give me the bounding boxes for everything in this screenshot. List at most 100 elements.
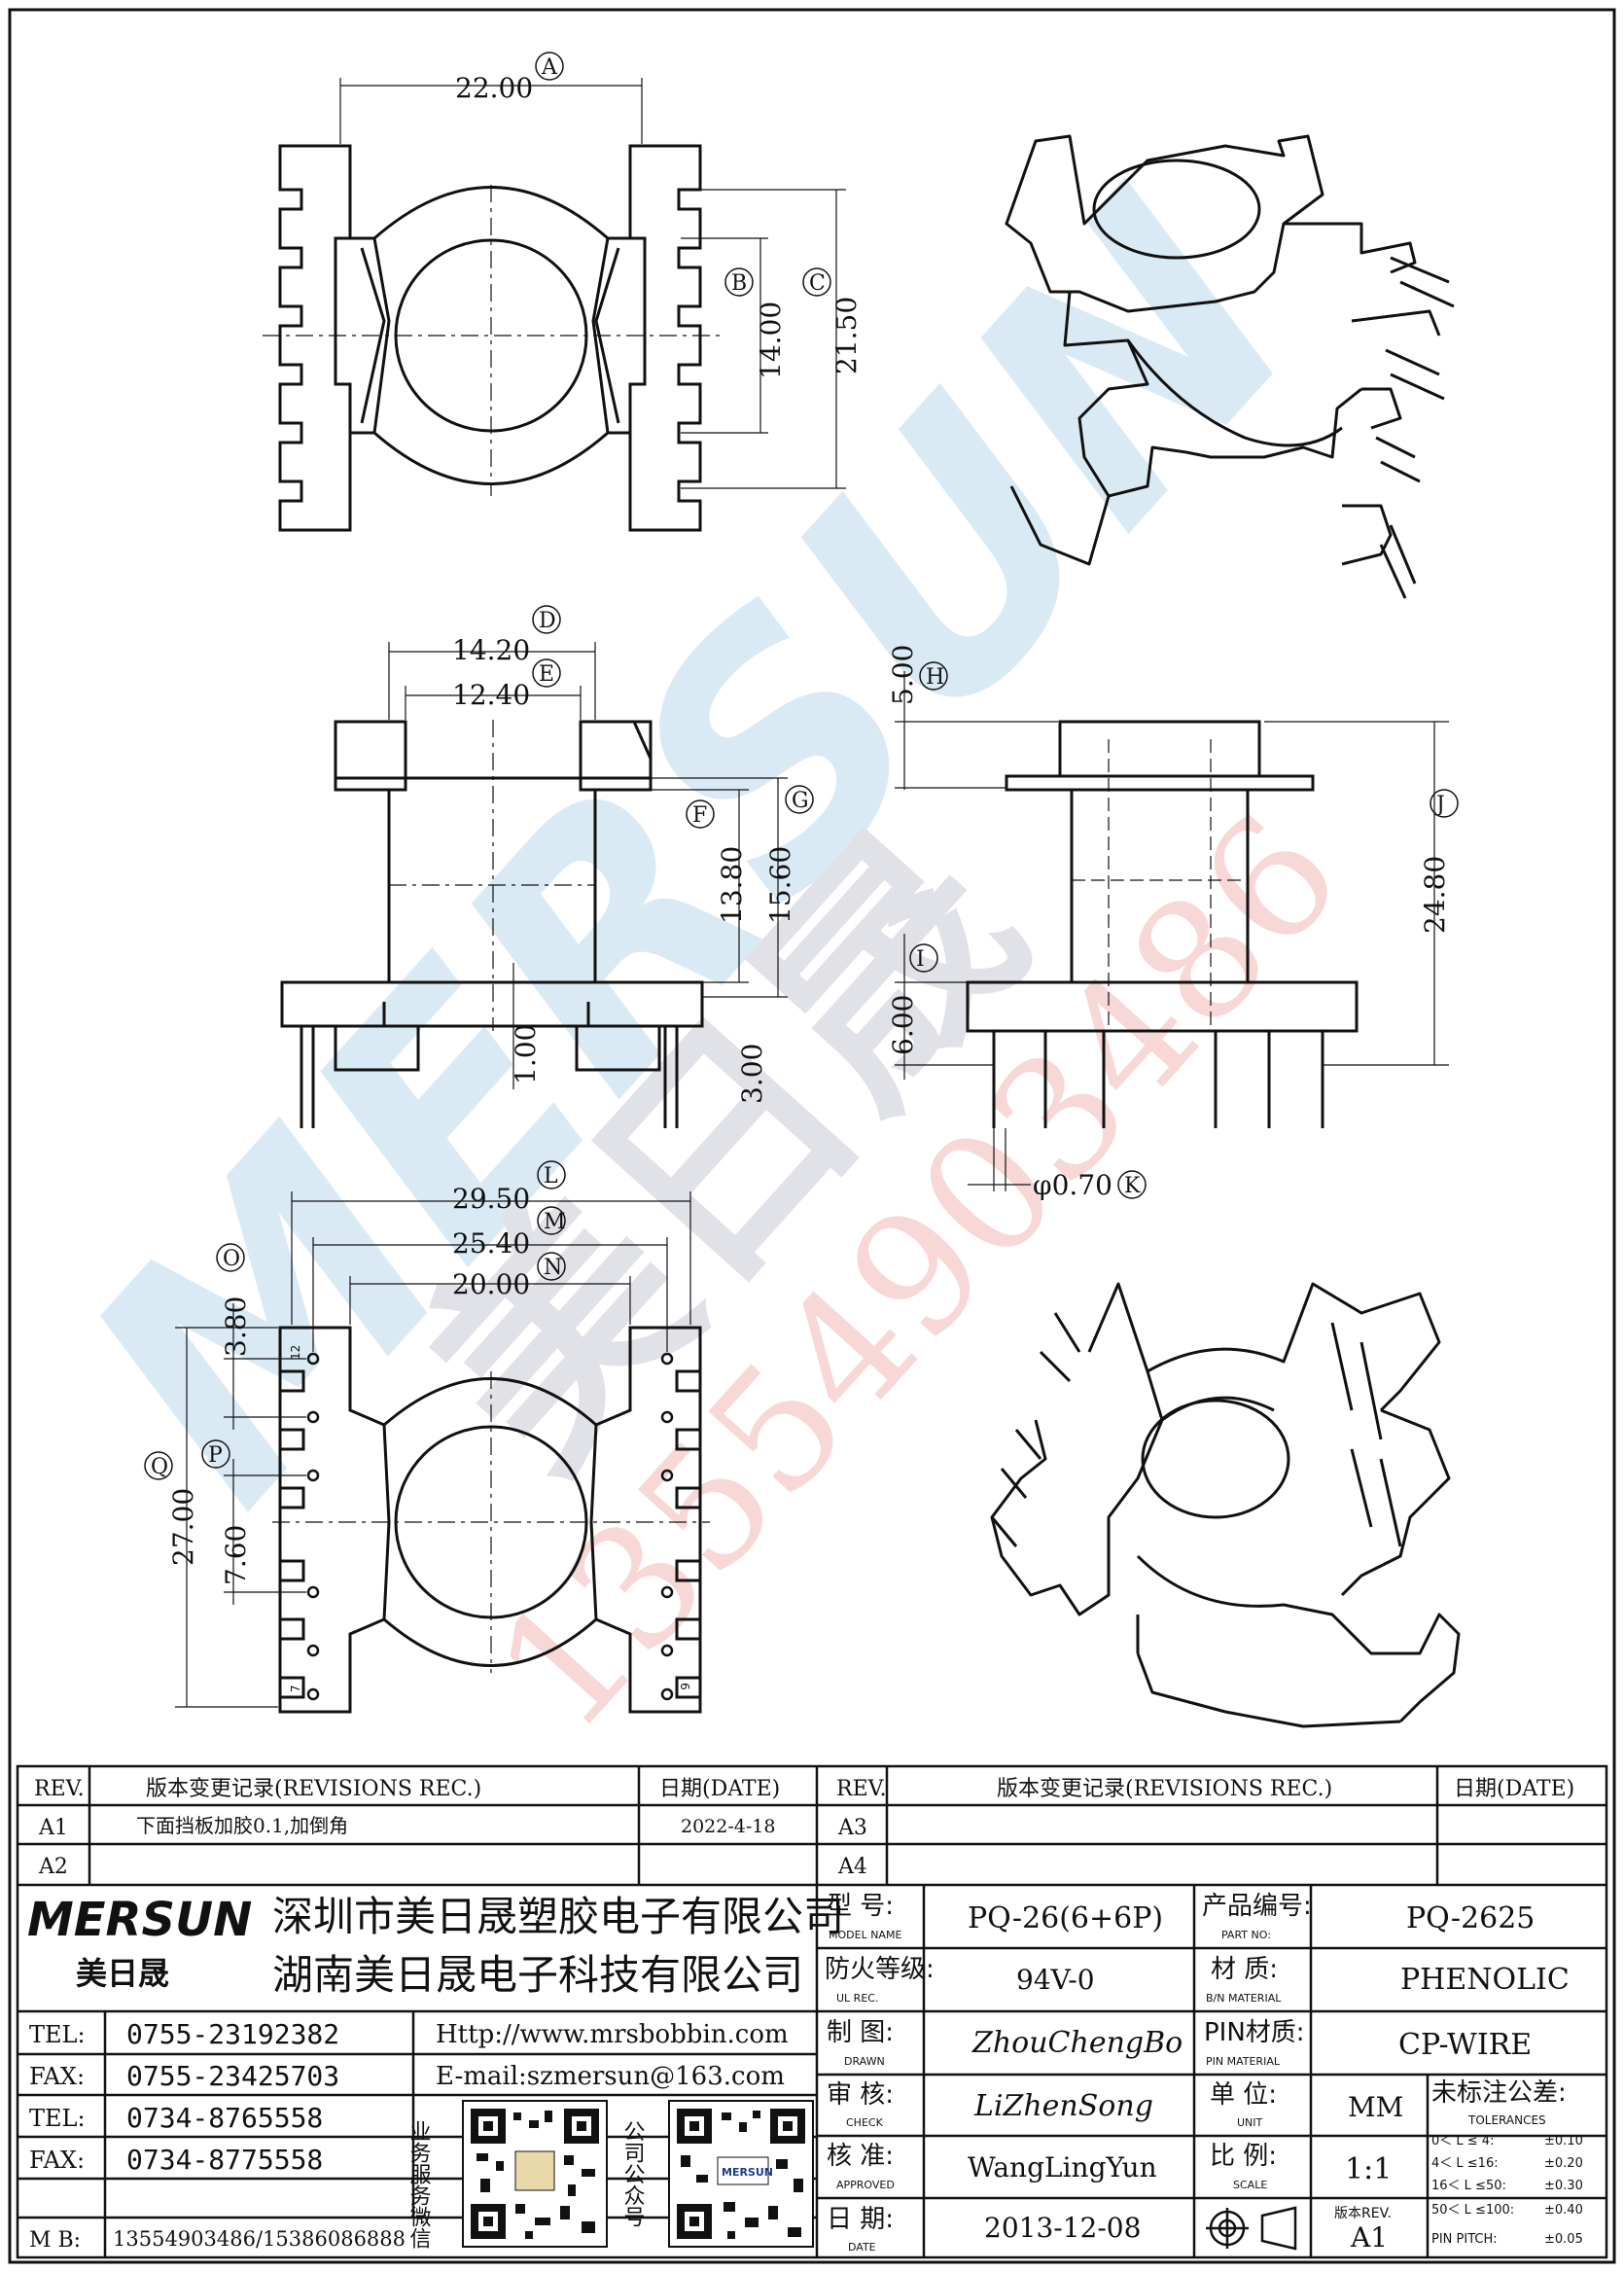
title-block-fields: 型 号: MODEL NAME PQ-26(6+6P) 产品编号: PART N… xyxy=(825,1892,1583,2254)
svg-text:PQ-26(6+6P): PQ-26(6+6P) xyxy=(968,1901,1163,1935)
dim-n: 20.00 N xyxy=(452,1252,566,1300)
svg-text:7: 7 xyxy=(289,1685,302,1692)
svg-text:LiZhenSong: LiZhenSong xyxy=(973,2089,1153,2123)
dim-a: 22.00 A xyxy=(455,52,564,104)
company-name-2: 湖南美日晟电子科技有限公司 xyxy=(272,1951,803,1999)
svg-text:94V-0: 94V-0 xyxy=(1016,1964,1095,1996)
svg-text:12.40: 12.40 xyxy=(452,679,530,711)
svg-text:MM: MM xyxy=(1348,2091,1403,2123)
svg-text:版本REV.: 版本REV. xyxy=(1334,2206,1392,2221)
svg-text:O: O xyxy=(223,1247,240,1271)
iso-view-top xyxy=(1005,134,1455,599)
svg-text:Q: Q xyxy=(151,1455,168,1479)
svg-text:0755-23192382: 0755-23192382 xyxy=(126,2018,339,2050)
svg-text:A3: A3 xyxy=(837,1816,867,1840)
svg-text:比 例:: 比 例: xyxy=(1210,2142,1277,2171)
svg-text:PIN MATERIAL: PIN MATERIAL xyxy=(1206,2055,1281,2068)
dim-e: 12.40 E xyxy=(452,658,561,711)
svg-text:15.60: 15.60 xyxy=(764,846,796,924)
svg-text:M: M xyxy=(544,1210,566,1234)
top-view xyxy=(278,144,702,532)
dim-h: 5.00 H xyxy=(887,645,948,705)
svg-text:PIN PITCH:: PIN PITCH: xyxy=(1431,2232,1498,2247)
dim-d: 14.20 D xyxy=(452,605,561,666)
dim-k: φ0.70 K xyxy=(1033,1169,1147,1201)
company-web: Http://www.mrsbobbin.com xyxy=(436,2020,789,2049)
svg-text:1.00: 1.00 xyxy=(510,1024,542,1084)
svg-text:7.60: 7.60 xyxy=(220,1525,252,1585)
svg-text:±0.30: ±0.30 xyxy=(1544,2179,1583,2193)
svg-text:PIN材质:: PIN材质: xyxy=(1204,2018,1305,2047)
revisions-right: REV. 版本变更记录(REVISIONS REC.) 日期(DATE) A3 … xyxy=(836,1777,1574,1879)
dim-g: 15.60 G xyxy=(764,785,814,924)
svg-text:0＜ L ≤ 4:: 0＜ L ≤ 4: xyxy=(1431,2134,1494,2148)
svg-text:CHECK: CHECK xyxy=(846,2116,884,2129)
svg-text:A1: A1 xyxy=(38,1816,68,1840)
svg-text:3.00: 3.00 xyxy=(736,1044,768,1104)
svg-text:APPROVED: APPROVED xyxy=(836,2179,895,2191)
dim-b: 14.00 B xyxy=(724,267,787,379)
svg-text:6: 6 xyxy=(678,1683,691,1690)
svg-text:D: D xyxy=(539,609,556,633)
svg-text:UNIT: UNIT xyxy=(1237,2116,1263,2129)
svg-text:TOLERANCES: TOLERANCES xyxy=(1467,2113,1546,2127)
svg-text:13554903486/15386086888: 13554903486/15386086888 xyxy=(113,2227,406,2251)
svg-text:TEL:: TEL: xyxy=(29,2105,86,2132)
svg-text:21.50: 21.50 xyxy=(830,297,863,374)
svg-text:4＜ L ≤16:: 4＜ L ≤16: xyxy=(1431,2156,1499,2171)
svg-text:N: N xyxy=(544,1256,562,1280)
svg-text:0734-8765558: 0734-8765558 xyxy=(126,2102,323,2134)
svg-text:5.00: 5.00 xyxy=(887,645,919,705)
svg-text:K: K xyxy=(1124,1174,1141,1198)
dim-m: 25.40 M xyxy=(452,1206,566,1260)
svg-text:27.00: 27.00 xyxy=(167,1488,199,1566)
svg-text:0734-8775558: 0734-8775558 xyxy=(126,2144,323,2176)
svg-text:14.20: 14.20 xyxy=(452,634,530,666)
svg-text:REV.: REV. xyxy=(34,1777,85,1801)
svg-text:A1: A1 xyxy=(1350,2221,1388,2254)
svg-text:核 准:: 核 准: xyxy=(827,2142,894,2171)
dim-j: 24.80 J xyxy=(1419,789,1459,934)
qr1-label: 业务服务微信 xyxy=(406,2120,432,2249)
svg-text:ZhouChengBo: ZhouChengBo xyxy=(971,2026,1183,2060)
svg-text:6.00: 6.00 xyxy=(887,995,919,1055)
svg-text:PQ-2625: PQ-2625 xyxy=(1406,1901,1535,1935)
svg-text:14.00: 14.00 xyxy=(755,302,787,379)
svg-text:防火等级:: 防火等级: xyxy=(825,1955,935,1984)
svg-text:下面挡板加胶0.1,加倒角: 下面挡板加胶0.1,加倒角 xyxy=(136,1814,348,1837)
svg-text:UL REC.: UL REC. xyxy=(836,1992,878,2005)
svg-text:版本变更记录(REVISIONS REC.): 版本变更记录(REVISIONS REC.) xyxy=(146,1777,481,1801)
svg-text:1:1: 1:1 xyxy=(1345,2152,1392,2186)
svg-text:±0.05: ±0.05 xyxy=(1544,2232,1583,2247)
svg-text:φ0.70: φ0.70 xyxy=(1033,1169,1112,1201)
svg-text:DRAWN: DRAWN xyxy=(844,2055,885,2068)
company-block: MERSUN 美日晟 深圳市美日晟塑胶电子有限公司 湖南美日晟电子科技有限公司 … xyxy=(27,1893,844,2253)
iso-view-bottom xyxy=(990,1282,1461,1728)
company-name-1: 深圳市美日晟塑胶电子有限公司 xyxy=(272,1893,844,1940)
svg-text:SCALE: SCALE xyxy=(1233,2179,1267,2191)
svg-text:±0.10: ±0.10 xyxy=(1544,2134,1583,2148)
svg-text:I: I xyxy=(916,947,925,972)
svg-text:L: L xyxy=(544,1164,558,1189)
company-logo-cn: 美日晟 xyxy=(76,1955,169,1992)
svg-text:13.80: 13.80 xyxy=(716,846,748,924)
svg-text:FAX:: FAX: xyxy=(29,2147,85,2174)
qr-logo: MERSUN xyxy=(722,2166,773,2179)
svg-text:20.00: 20.00 xyxy=(452,1268,530,1300)
svg-text:12: 12 xyxy=(289,1345,302,1360)
svg-text:审 核:: 审 核: xyxy=(827,2080,894,2110)
title-block-grid xyxy=(16,1764,1608,2259)
qr-code-wechat xyxy=(462,2100,608,2248)
svg-text:M B:: M B: xyxy=(29,2228,81,2253)
dim-l: 29.50 L xyxy=(452,1160,566,1215)
svg-text:J: J xyxy=(1434,793,1445,817)
svg-text:A2: A2 xyxy=(38,1855,68,1879)
svg-text:日期(DATE): 日期(DATE) xyxy=(659,1777,780,1801)
svg-text:CP-WIRE: CP-WIRE xyxy=(1398,2028,1532,2062)
company-logo: MERSUN xyxy=(27,1893,252,1947)
svg-text:25.40: 25.40 xyxy=(452,1227,530,1260)
watermark: MERSUN 美日晟 13554903486 xyxy=(16,128,1378,1767)
svg-text:H: H xyxy=(926,665,944,690)
svg-text:50＜ L ≤100:: 50＜ L ≤100: xyxy=(1431,2203,1514,2218)
